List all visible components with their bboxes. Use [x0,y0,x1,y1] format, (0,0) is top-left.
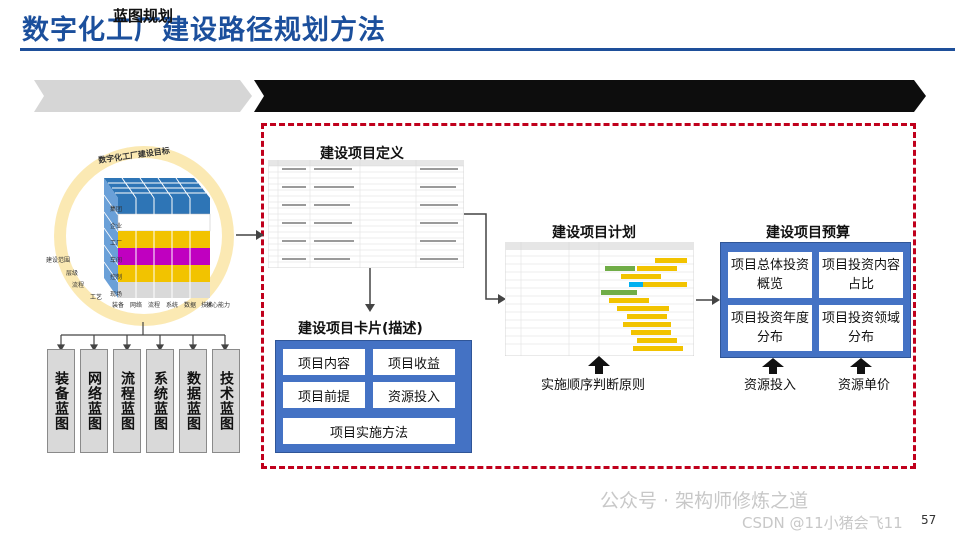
cube-bottom-label-3: 流程 [148,302,161,309]
blueprint-label: 装备蓝图 [53,371,69,431]
card-item-benefit: 项目收益 [373,349,455,375]
cube-bottom-label-1: 装备 [112,302,125,309]
cube-face-label-2: 企业 [110,223,123,230]
card-item-prerequisite: 项目前提 [283,382,365,408]
cube-front-face [117,198,211,298]
resource-input-up-arrow [762,358,784,374]
definition-to-plan-arrow [464,213,506,304]
resource-price-up-arrow [850,358,872,374]
cube-face-label-5: 控制 [110,274,123,281]
plan-to-budget-arrow [696,295,720,305]
cube-face-label-6: 现场 [110,291,123,298]
sequence-up-arrow [588,356,610,374]
blueprint-network: 网络蓝图 [80,349,108,453]
budget-title: 建设项目预算 [766,225,850,241]
watermark-wechat: 公众号 · 架构师修炼之道 [600,490,809,512]
cube-to-implementation-arrow [236,230,264,240]
page-title: 数字化工厂建设路径规划方法 [22,15,386,46]
cube-left-label-3: 流程 [72,282,85,289]
blueprint-technology: 技术蓝图 [212,349,240,453]
cube-bottom-label-2: 网络 [130,302,143,309]
blueprint-header-chevron [34,80,252,112]
blueprint-label: 系统蓝图 [152,371,168,431]
cube-side-face [103,178,119,298]
resource-price-note: 资源单价 [838,378,891,393]
budget-content-share: 项目投资内容占比 [819,252,903,298]
definition-to-card-arrow [365,268,375,312]
blueprint-label: 网络蓝图 [86,371,102,431]
cube-bottom-label-6: 技术 [201,302,214,309]
plan-title: 建设项目计划 [552,225,636,241]
implementation-frame [261,123,916,469]
blueprint-label: 流程蓝图 [119,371,135,431]
resource-input-note: 资源投入 [744,378,797,393]
card-item-content: 项目内容 [283,349,365,375]
definition-table [268,160,464,268]
blueprint-system: 系统蓝图 [146,349,174,453]
budget-overview: 项目总体投资概览 [728,252,812,298]
definition-title: 建设项目定义 [320,146,404,162]
cube-face-label-3: 工厂 [110,240,123,247]
card-title: 建设项目卡片(描述) [298,321,423,337]
cube-bottom-label-5: 数据 [184,302,197,309]
blueprint-tree-connector [56,322,230,352]
blueprint-data: 数据蓝图 [179,349,207,453]
implementation-header-chevron [254,80,926,112]
budget-yearly-distribution: 项目投资年度分布 [728,305,812,351]
cube-bottom-label-4: 系统 [166,302,179,309]
blueprint-header-label: 蓝图规划 [112,7,173,25]
cube-top-face [104,177,210,199]
blueprint-label: 数据蓝图 [185,371,201,431]
cube-face-label-1: 集团 [110,206,123,213]
sequence-principle-note: 实施顺序判断原则 [541,378,646,393]
watermark-csdn: CSDN @11小猪会飞11 [742,514,903,532]
page-number: 57 [921,513,937,527]
plan-gantt-chart [505,242,694,356]
blueprint-process: 流程蓝图 [113,349,141,453]
budget-domain-distribution: 项目投资领域分布 [819,305,903,351]
card-item-resource: 资源投入 [373,382,455,408]
cube-left-label-4: 工艺 [90,294,103,301]
cube-left-label-1: 建设范围 [46,257,71,264]
blueprint-equipment: 装备蓝图 [47,349,75,453]
cube-right-label: 核心能力 [206,302,231,309]
card-item-method: 项目实施方法 [283,418,455,444]
title-underline [20,48,955,51]
blueprint-cube [103,177,211,298]
cube-left-label-2: 层级 [66,270,79,277]
cube-face-label-4: 车间 [110,257,123,264]
blueprint-label: 技术蓝图 [218,371,234,431]
implementation-header-label: 实施规划 [559,7,620,25]
